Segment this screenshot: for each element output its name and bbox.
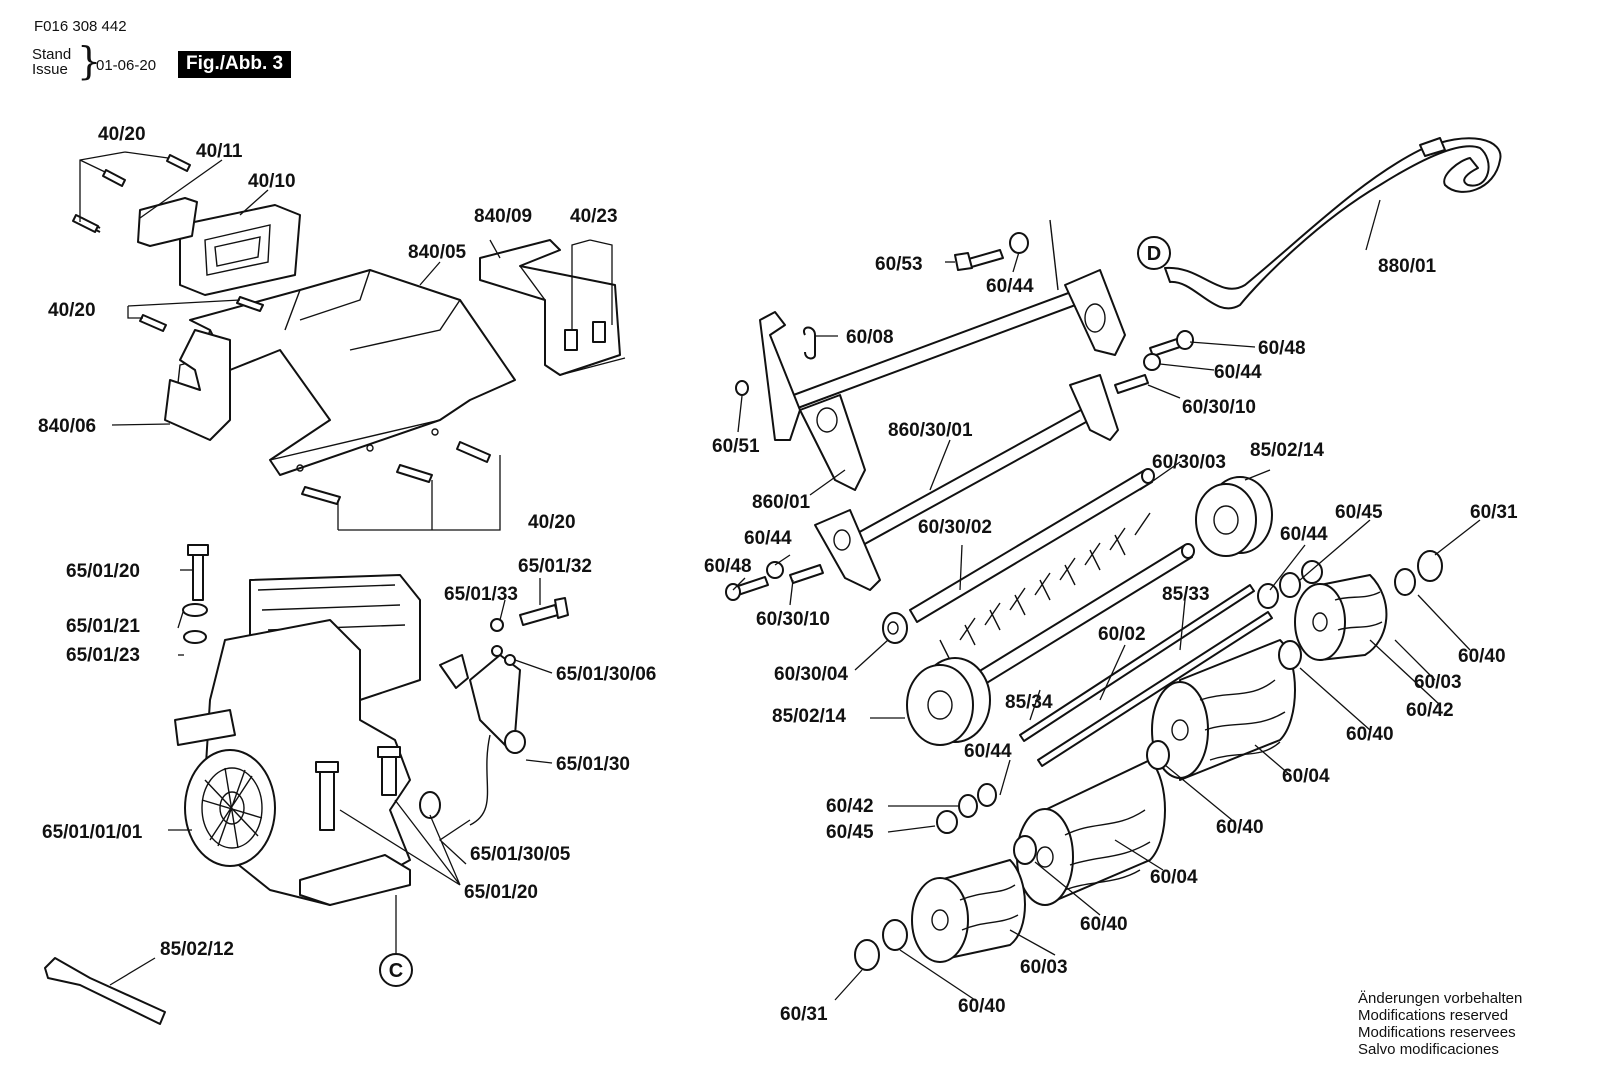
reference-mark-c: C xyxy=(389,960,403,982)
label-60-53: 60/53 xyxy=(875,254,923,275)
modifications-notice: Änderungen vorbehalten Modifications res… xyxy=(1358,990,1522,1058)
label-60-44-b: 60/44 xyxy=(1214,362,1262,383)
label-85-02-14-a: 85/02/14 xyxy=(1250,440,1324,461)
handle-frame-assembly xyxy=(725,137,1502,601)
label-40-20-bottom: 40/20 xyxy=(528,512,576,533)
label-85-34: 85/34 xyxy=(1005,692,1053,713)
notice-line-de: Änderungen vorbehalten xyxy=(1358,990,1523,1007)
label-65-01-21: 65/01/21 xyxy=(66,616,140,637)
label-65-01-30-06: 65/01/30/06 xyxy=(556,664,656,685)
label-60-44-e: 60/44 xyxy=(964,741,1012,762)
label-40-10: 40/10 xyxy=(248,171,296,192)
label-60-04-b: 60/04 xyxy=(1150,867,1198,888)
label-60-31-a: 60/31 xyxy=(1470,502,1518,523)
label-60-40-e: 60/40 xyxy=(958,996,1006,1017)
label-60-42-a: 60/42 xyxy=(1406,700,1454,721)
label-40-20-top: 40/20 xyxy=(98,124,146,145)
hex-key xyxy=(44,957,166,1025)
label-840-06: 840/06 xyxy=(38,416,96,437)
label-65-01-32: 65/01/32 xyxy=(518,556,592,577)
label-60-02: 60/02 xyxy=(1098,624,1146,645)
label-60-40-c: 60/40 xyxy=(1216,817,1264,838)
label-60-03-b: 60/03 xyxy=(1020,957,1068,978)
label-60-45-b: 60/45 xyxy=(826,822,874,843)
reference-mark-d-circle xyxy=(1137,236,1171,270)
label-60-40-d: 60/40 xyxy=(1080,914,1128,935)
label-60-42-b: 60/42 xyxy=(826,796,874,817)
label-60-48-a: 60/48 xyxy=(1258,338,1306,359)
label-60-40-a: 60/40 xyxy=(1458,646,1506,667)
engine-assembly xyxy=(174,544,569,906)
label-40-11: 40/11 xyxy=(196,141,243,162)
label-60-31-b: 60/31 xyxy=(780,1004,828,1025)
label-860-01: 860/01 xyxy=(752,492,811,513)
notice-line-fr: Modifications reservees xyxy=(1358,1024,1516,1041)
stand-label: Stand xyxy=(32,46,72,63)
roller-assembly xyxy=(854,468,1443,971)
label-60-30-04: 60/30/04 xyxy=(774,664,848,685)
label-60-30-03: 60/30/03 xyxy=(1152,452,1226,473)
label-65-01-33: 65/01/33 xyxy=(444,584,518,605)
label-60-40-b: 60/40 xyxy=(1346,724,1394,745)
notice-line-en: Modifications reserved xyxy=(1358,1007,1509,1024)
stand-issue-label: Stand Issue xyxy=(32,47,71,77)
label-40-20-mid: 40/20 xyxy=(48,300,96,321)
document-number: F016 308 442 xyxy=(34,18,127,35)
hood-assembly xyxy=(72,154,516,505)
label-60-30-10-b: 60/30/10 xyxy=(756,609,830,630)
label-60-51: 60/51 xyxy=(712,436,760,457)
label-65-01-20-bottom: 65/01/20 xyxy=(464,882,538,903)
label-880-01: 880/01 xyxy=(1378,256,1437,277)
label-85-02-12: 85/02/12 xyxy=(160,939,234,960)
issue-date: 01-06-20 xyxy=(96,57,157,74)
label-65-01-01-01: 65/01/01/01 xyxy=(42,822,143,843)
issue-label: Issue xyxy=(32,61,68,78)
label-60-08: 60/08 xyxy=(846,327,894,348)
brace-glyph: } xyxy=(77,39,102,83)
label-85-33: 85/33 xyxy=(1162,584,1210,605)
leader-lines xyxy=(79,151,1481,1001)
notice-line-es: Salvo modificaciones xyxy=(1358,1041,1499,1058)
label-60-45-a: 60/45 xyxy=(1335,502,1383,523)
label-860-30-01: 860/30/01 xyxy=(888,420,973,441)
label-60-44-c: 60/44 xyxy=(744,528,792,549)
figure-label: Fig./Abb. 3 xyxy=(178,51,292,78)
label-65-01-20-top: 65/01/20 xyxy=(66,561,140,582)
part-labels: 40/20 40/11 40/10 840/09 40/23 840/05 40… xyxy=(38,124,1518,1025)
label-40-23: 40/23 xyxy=(570,206,618,227)
label-85-02-14-b: 85/02/14 xyxy=(772,706,846,727)
label-60-44-d: 60/44 xyxy=(1280,524,1328,545)
label-60-48-b: 60/48 xyxy=(704,556,752,577)
label-60-30-10-a: 60/30/10 xyxy=(1182,397,1256,418)
label-60-44-a: 60/44 xyxy=(986,276,1034,297)
bracket-840-09 xyxy=(479,239,626,376)
label-840-09: 840/09 xyxy=(474,206,532,227)
label-60-03-a: 60/03 xyxy=(1414,672,1462,693)
label-65-01-23: 65/01/23 xyxy=(66,645,140,666)
label-65-01-30-05: 65/01/30/05 xyxy=(470,844,571,865)
label-60-04-a: 60/04 xyxy=(1282,766,1330,787)
label-840-05: 840/05 xyxy=(408,242,467,263)
label-60-30-02: 60/30/02 xyxy=(918,517,992,538)
reference-mark-d: D xyxy=(1147,243,1161,265)
label-65-01-30: 65/01/30 xyxy=(556,754,630,775)
